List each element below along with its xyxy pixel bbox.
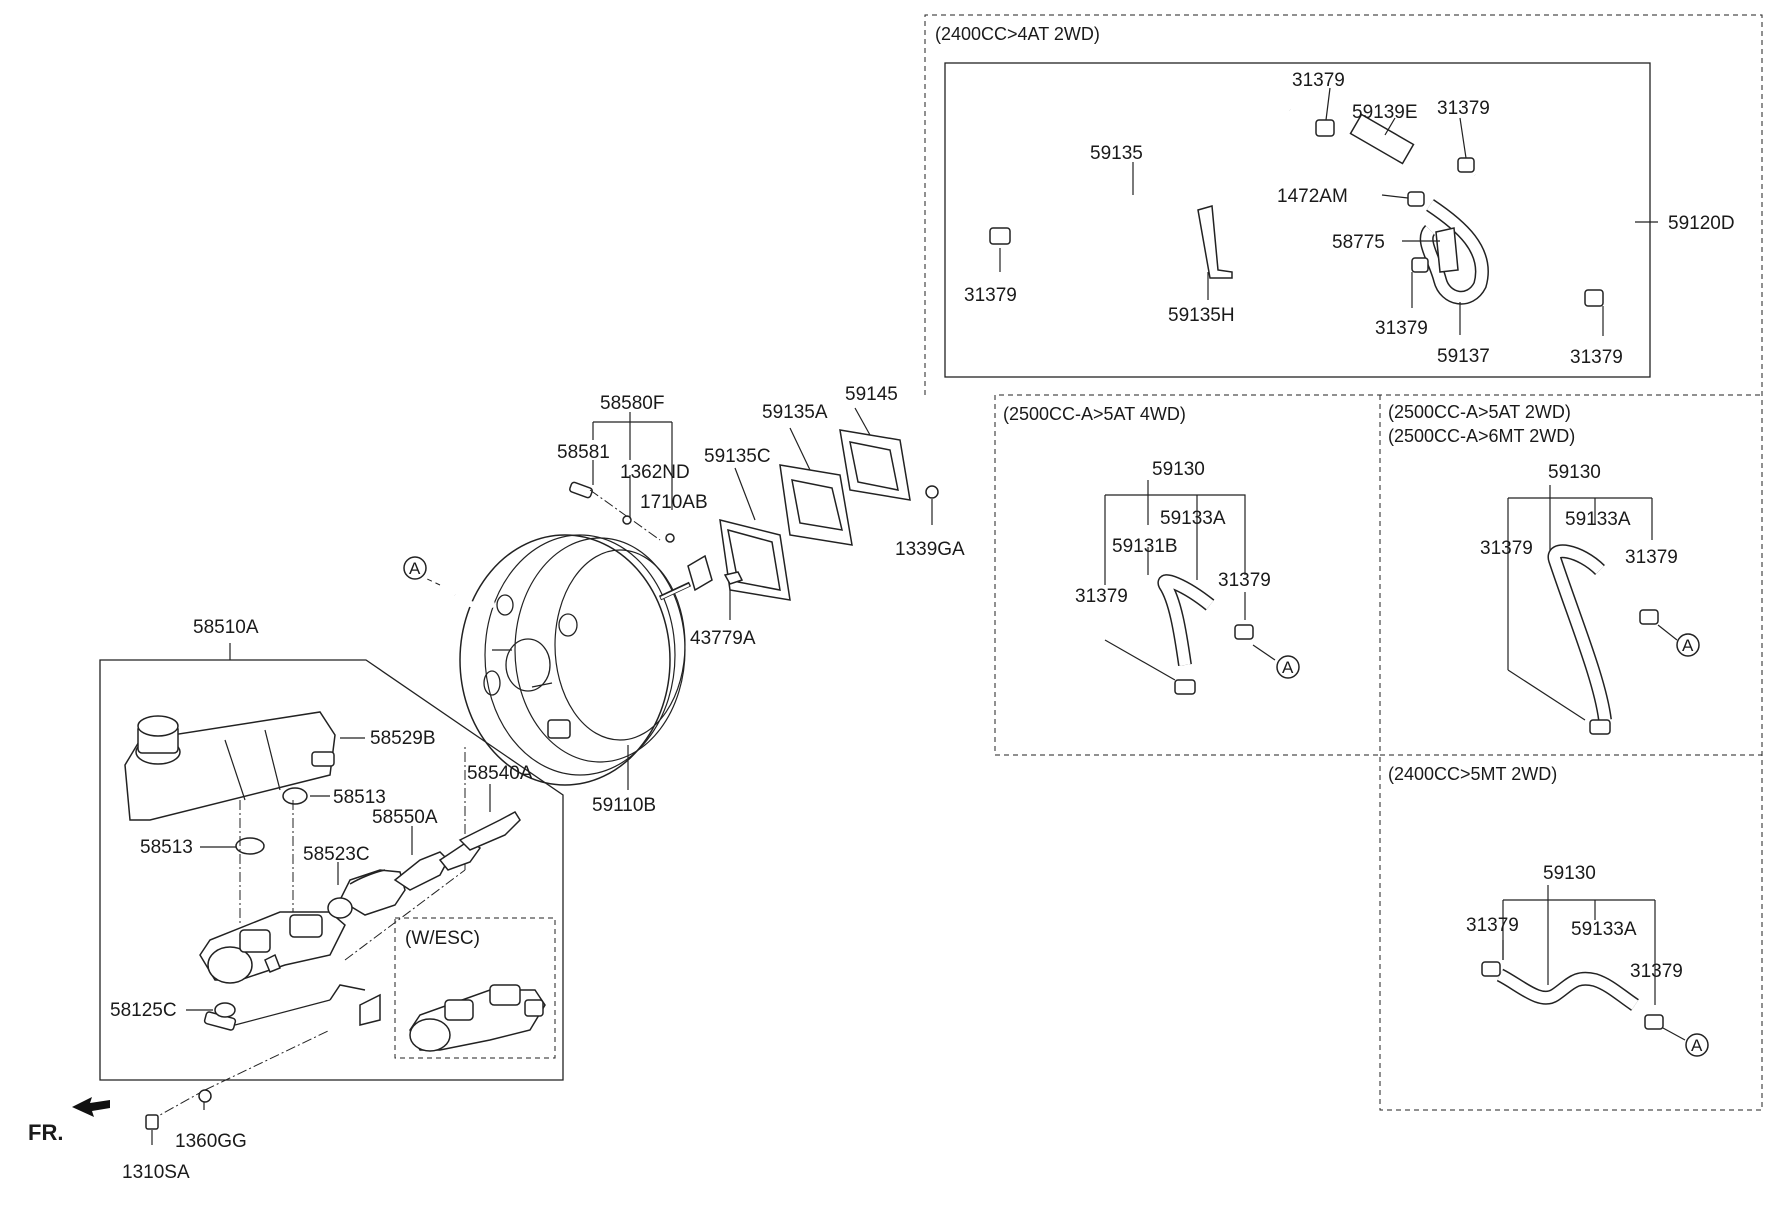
label-59135h: 59135H — [1168, 305, 1235, 326]
label-58125c: 58125C — [110, 1000, 177, 1021]
section-title-2400cc-4at: (2400CC>4AT 2WD) — [935, 24, 1100, 44]
label-59145: 59145 — [845, 384, 898, 405]
label-59110b: 59110B — [592, 795, 656, 816]
master-cylinder-box — [99, 659, 564, 1081]
master-cylinder-leaders — [151, 737, 491, 1145]
label-1310sa: 1310SA — [122, 1162, 190, 1183]
label-59130-bottom: 59130 — [1543, 863, 1596, 884]
label-31379-top-c: 31379 — [964, 285, 1017, 306]
booster-fittings — [569, 429, 939, 601]
label-59130-mid: 59130 — [1152, 459, 1205, 480]
label-31379-top-a: 31379 — [1292, 70, 1345, 91]
label-1710ab: 1710AB — [640, 492, 708, 513]
label-1360gg: 1360GG — [175, 1131, 247, 1152]
label-wesc: (W/ESC) — [405, 928, 480, 949]
label-31379-right-a: 31379 — [1480, 538, 1533, 559]
label-59133a-mid: 59133A — [1160, 508, 1226, 529]
wesc-box — [394, 917, 556, 1059]
hose-assembly-4at — [989, 93, 1604, 307]
label-43779a: 43779A — [690, 628, 756, 649]
top-leaders — [999, 87, 1658, 336]
section-title-2400cc-5mt: (2400CC>5MT 2WD) — [1388, 764, 1557, 784]
label-58529b: 58529B — [370, 728, 436, 749]
callout-a-right: A — [1682, 636, 1694, 655]
label-59137: 59137 — [1437, 346, 1490, 367]
label-58550a: 58550A — [372, 807, 438, 828]
section-title-2500cc-5at-2wd: (2500CC-A>5AT 2WD) — [1388, 402, 1571, 422]
callout-circle-a-booster — [403, 556, 427, 580]
label-58523c: 58523C — [303, 844, 370, 865]
brake-booster — [403, 534, 713, 786]
label-31379-mid-a: 31379 — [1075, 586, 1128, 607]
front-label: FR. — [28, 1120, 63, 1145]
label-59135a: 59135A — [762, 402, 828, 423]
master-cylinder-parts — [124, 711, 521, 1116]
label-31379-top-b: 31379 — [1437, 98, 1490, 119]
label-1362nd: 1362ND — [620, 462, 690, 483]
section-title-2500cc-6mt-2wd: (2500CC-A>6MT 2WD) — [1388, 426, 1575, 446]
wesc-master-cylinder — [409, 984, 546, 1052]
label-59135: 59135 — [1090, 143, 1143, 164]
label-1472am: 1472AM — [1277, 186, 1348, 207]
label-58580f: 58580F — [600, 393, 664, 414]
label-31379-bottom-b: 31379 — [1630, 961, 1683, 982]
front-direction-arrow-icon — [72, 1097, 110, 1117]
callout-a-booster: A — [409, 559, 421, 578]
label-59139e: 59139E — [1352, 102, 1418, 123]
section-title-2500cc-5at-4wd: (2500CC-A>5AT 4WD) — [1003, 404, 1186, 424]
hose-assembly-5mt — [1481, 885, 1709, 1057]
label-59133a-bottom: 59133A — [1571, 919, 1637, 940]
callout-circle-a-bottom — [1685, 1033, 1709, 1057]
label-31379-top-d: 31379 — [1375, 318, 1428, 339]
label-59120d: 59120D — [1668, 213, 1735, 234]
label-31379-mid-b: 31379 — [1218, 570, 1271, 591]
mounting-nuts — [145, 1089, 212, 1130]
label-58581: 58581 — [557, 442, 610, 463]
hose-assembly-5at-4wd — [1104, 480, 1300, 695]
label-59130-right: 59130 — [1548, 462, 1601, 483]
label-58540a: 58540A — [467, 763, 533, 784]
label-59133a-right: 59133A — [1565, 509, 1631, 530]
label-59131b-mid: 59131B — [1112, 536, 1178, 557]
label-31379-top-e: 31379 — [1570, 347, 1623, 368]
label-59135c: 59135C — [704, 446, 771, 467]
label-31379-bottom-a: 31379 — [1466, 915, 1519, 936]
hose-assembly-box — [944, 62, 1651, 378]
section-frames — [924, 14, 1763, 1111]
label-58510a: 58510A — [193, 617, 259, 638]
callout-a-bottom: A — [1691, 1036, 1703, 1055]
callout-circle-a-mid — [1276, 655, 1300, 679]
callout-a-mid: A — [1282, 658, 1294, 677]
label-31379-right-b: 31379 — [1625, 547, 1678, 568]
label-58775: 58775 — [1332, 232, 1385, 253]
hose-assembly-5at-2wd — [1507, 485, 1700, 735]
callout-circle-a-right — [1676, 633, 1700, 657]
booster-leaders — [592, 407, 933, 790]
label-1339ga: 1339GA — [895, 539, 965, 560]
label-58513-lower: 58513 — [140, 837, 193, 858]
label-58513-upper: 58513 — [333, 787, 386, 808]
